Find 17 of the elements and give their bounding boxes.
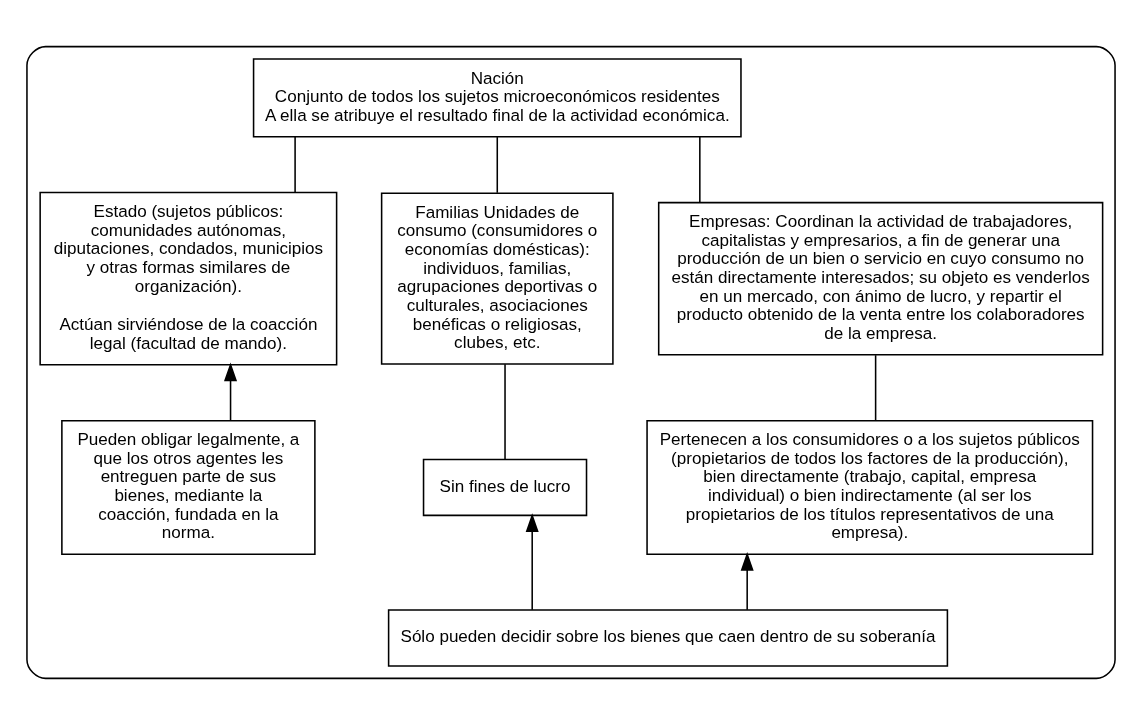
node-box: Familias Unidades de consumo (consumidores o economías domésticas): individuos, familias, agrupaciones deportivas o culturales, asociaciones benéficas o religiosas, clubes, etc.	[380, 192, 614, 365]
node-box: Estado (sujetos públicos: comunidades autónomas, diputaciones, condados, municipios y otras formas similares de organización). Actúan sirviéndose de la coacción legal (facultad de mando).	[39, 191, 338, 366]
connector	[496, 136, 499, 194]
arrow	[224, 362, 238, 421]
node-box: Pertenecen a los consumidores o a los sujetos públicos (propietarios de todos los factores de la producción), bien directamente (trabajo, capital, empresa individual) o bien indirectamente (al ser los propietarios de los títulos representativos de una empresa).	[646, 419, 1094, 555]
connector	[294, 136, 296, 193]
node-box: Empresas: Coordinan la actividad de trabajadores, capitalistas y empresarios, a fin de generar una producción de un bien o servicio en cuyo consumo no están directamente interesados; su objeto es venderlos en un mercado, con ánimo de lucro, y repartir el producto obtenido de la venta entre los colaboradores de la empresa.	[657, 201, 1104, 356]
node-box: Pueden obligar legalmente, a que los otros agentes les entreguen parte de sus bienes, mediante la coacción, fundada en la norma.	[61, 419, 316, 555]
connector	[699, 136, 701, 204]
cluster	[26, 45, 1116, 680]
node-box: Sin fines de lucro	[422, 458, 588, 517]
arrow	[525, 513, 539, 611]
connector	[874, 354, 877, 422]
node-box: Sólo pueden decidir sobre los bienes que caen dentro de su soberanía	[387, 609, 949, 667]
connector	[504, 363, 506, 461]
arrow	[740, 552, 754, 611]
node-box: Nación Conjunto de todos los sujetos microeconómicos residentes A ella se atribuye el resultado final de la actividad económica.	[252, 58, 742, 138]
